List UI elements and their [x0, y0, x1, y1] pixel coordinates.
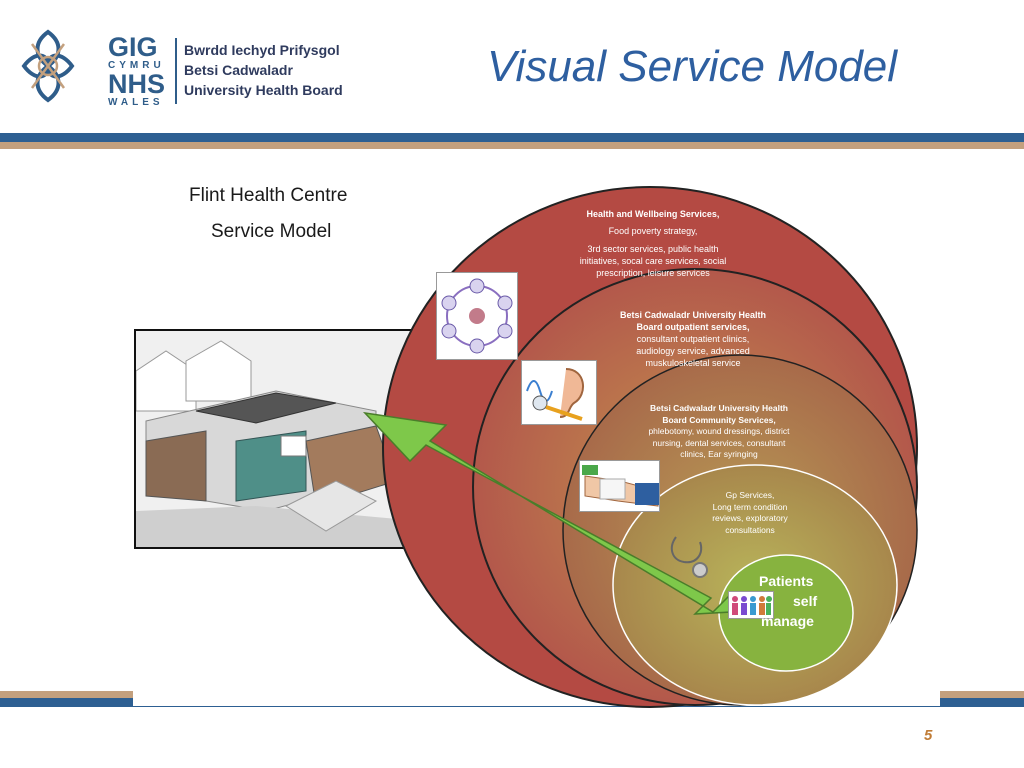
- flint-caption: Flint Health Centre Service Model: [189, 185, 347, 243]
- building-render-icon: [136, 331, 419, 547]
- slide-title: Visual Service Model: [487, 42, 898, 91]
- top-tan-band: [0, 142, 1024, 149]
- patients-thumbnail: [728, 591, 774, 619]
- ring-3-line-3: nursing, dental services, consultant: [652, 437, 786, 448]
- page-number: 5: [924, 727, 933, 744]
- brand-cymru: CYMRU: [108, 60, 165, 71]
- patients-line-3: manage: [761, 613, 814, 629]
- ring-3-line-1: Board Community Services,: [662, 414, 776, 425]
- ring-1-line-4: prescription, leisure services: [596, 268, 710, 278]
- brand-nhs: NHS: [108, 69, 166, 99]
- audiology-thumbnail: [521, 360, 597, 425]
- ring-4-line-1: Long term condition: [712, 501, 788, 512]
- ring-1-heading: Health and Wellbeing Services,: [586, 209, 720, 219]
- bandaged-arm-icon: [580, 461, 659, 511]
- flint-caption-line-1: Flint Health Centre: [189, 185, 348, 206]
- stethoscope-icon: [670, 536, 708, 578]
- ring-3-line-2: phlebotomy, wound dressings, district: [648, 426, 790, 436]
- ring-3-line-4: clinics, Ear syringing: [680, 449, 758, 459]
- ring-2-line-2: consultant outpatient clinics,: [636, 334, 750, 344]
- ring-2-line-1: Board outpatient services,: [636, 322, 750, 332]
- flint-caption-line-2: Service Model: [211, 221, 332, 242]
- slide-header: GIG CYMRU NHS WALES Bwrdd Iechyd Prifysg…: [0, 0, 1024, 135]
- ring-1-line-1: Food poverty strategy,: [608, 226, 698, 236]
- health-board-name: Bwrdd Iechyd Prifysgol Betsi Cadwaladr U…: [184, 40, 343, 100]
- patients-line-1: Patients: [759, 573, 814, 589]
- ring-4-text: Gp Services, Long term condition reviews…: [680, 490, 820, 536]
- ring-2-heading: Betsi Cadwaladr University Health: [619, 310, 767, 320]
- ring-3-text: Betsi Cadwaladr University Health Board …: [612, 403, 826, 461]
- patients-text: Patients self manage: [742, 571, 852, 631]
- brand-wales: WALES: [108, 97, 164, 108]
- board-line-2: Betsi Cadwaladr: [184, 62, 293, 78]
- people-group-icon: [729, 592, 773, 618]
- brand-gig: GIG: [108, 32, 158, 62]
- building-illustration: [134, 329, 421, 549]
- ring-2-line-3: audiology service, advanced: [636, 346, 750, 356]
- wound-dressing-thumbnail: [579, 460, 660, 512]
- ring-4-line-3: consultations: [725, 524, 775, 535]
- wellbeing-thumbnail: [436, 272, 518, 360]
- patients-line-2: self: [793, 593, 818, 609]
- ring-2-text: Betsi Cadwaladr University Health Board …: [578, 309, 808, 369]
- ring-1-line-3: initiatives, socal care services, social: [579, 256, 727, 266]
- top-blue-band: [0, 133, 1024, 142]
- ring-1-text: Health and Wellbeing Services, Food pove…: [538, 208, 768, 279]
- wellbeing-wheel-icon: [441, 278, 513, 354]
- ring-1-line-2: 3rd sector services, public health: [587, 244, 719, 254]
- brand-divider: [175, 38, 177, 104]
- bcuhb-knot-logo-icon: [21, 29, 75, 103]
- bottom-tan-band-right: [940, 691, 1024, 698]
- board-line-3: University Health Board: [184, 82, 343, 98]
- board-line-1: Bwrdd Iechyd Prifysgol: [184, 42, 340, 58]
- ear-icon: [522, 361, 596, 424]
- ring-3-heading: Betsi Cadwaladr University Health: [650, 403, 788, 413]
- ring-2-line-4: muskuloskeletal service: [645, 358, 741, 368]
- ring-4-line-2: reviews, exploratory: [712, 513, 788, 523]
- ring-4-heading: Gp Services,: [725, 490, 775, 500]
- nhs-wales-wordmark: GIG CYMRU NHS WALES: [108, 32, 166, 109]
- bottom-tan-band-left: [0, 691, 133, 698]
